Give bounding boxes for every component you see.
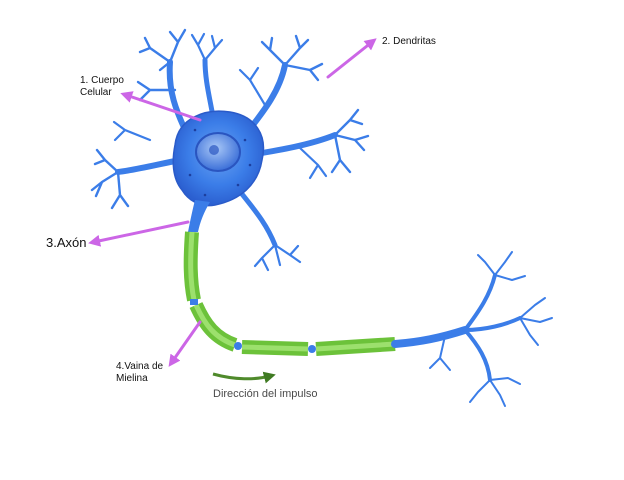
label-arrows (88, 38, 377, 367)
axon-arrow (88, 220, 190, 247)
impulse-direction-arrow (212, 371, 276, 384)
myelin-sheath (183, 231, 396, 356)
label-axon: 3.Axón (46, 235, 87, 250)
label-vaina-line2: Mielina (116, 373, 148, 384)
label-dendritas: 2. Dendritas (382, 36, 436, 47)
label-cuerpo-celular: 1. Cuerpo Celular (80, 75, 150, 99)
vaina-arrow (168, 320, 202, 367)
nucleolus (209, 145, 219, 155)
axon-hillock (188, 200, 210, 232)
axon-terminal (391, 251, 553, 407)
cuerpo-arrow (120, 91, 202, 122)
label-vaina-mielina: 4.Vaina de Mielina (116, 361, 186, 385)
dendritas-arrow (326, 38, 377, 79)
label-direccion-impulso: Dirección del impulso (213, 388, 318, 400)
cytoplasm-dots (188, 128, 252, 197)
label-cuerpo-line2: Celular (80, 87, 112, 98)
nodes-of-ranvier (190, 299, 316, 353)
label-vaina-line1: 4.Vaina de (116, 361, 164, 372)
label-cuerpo-line1: 1. Cuerpo (80, 75, 124, 86)
